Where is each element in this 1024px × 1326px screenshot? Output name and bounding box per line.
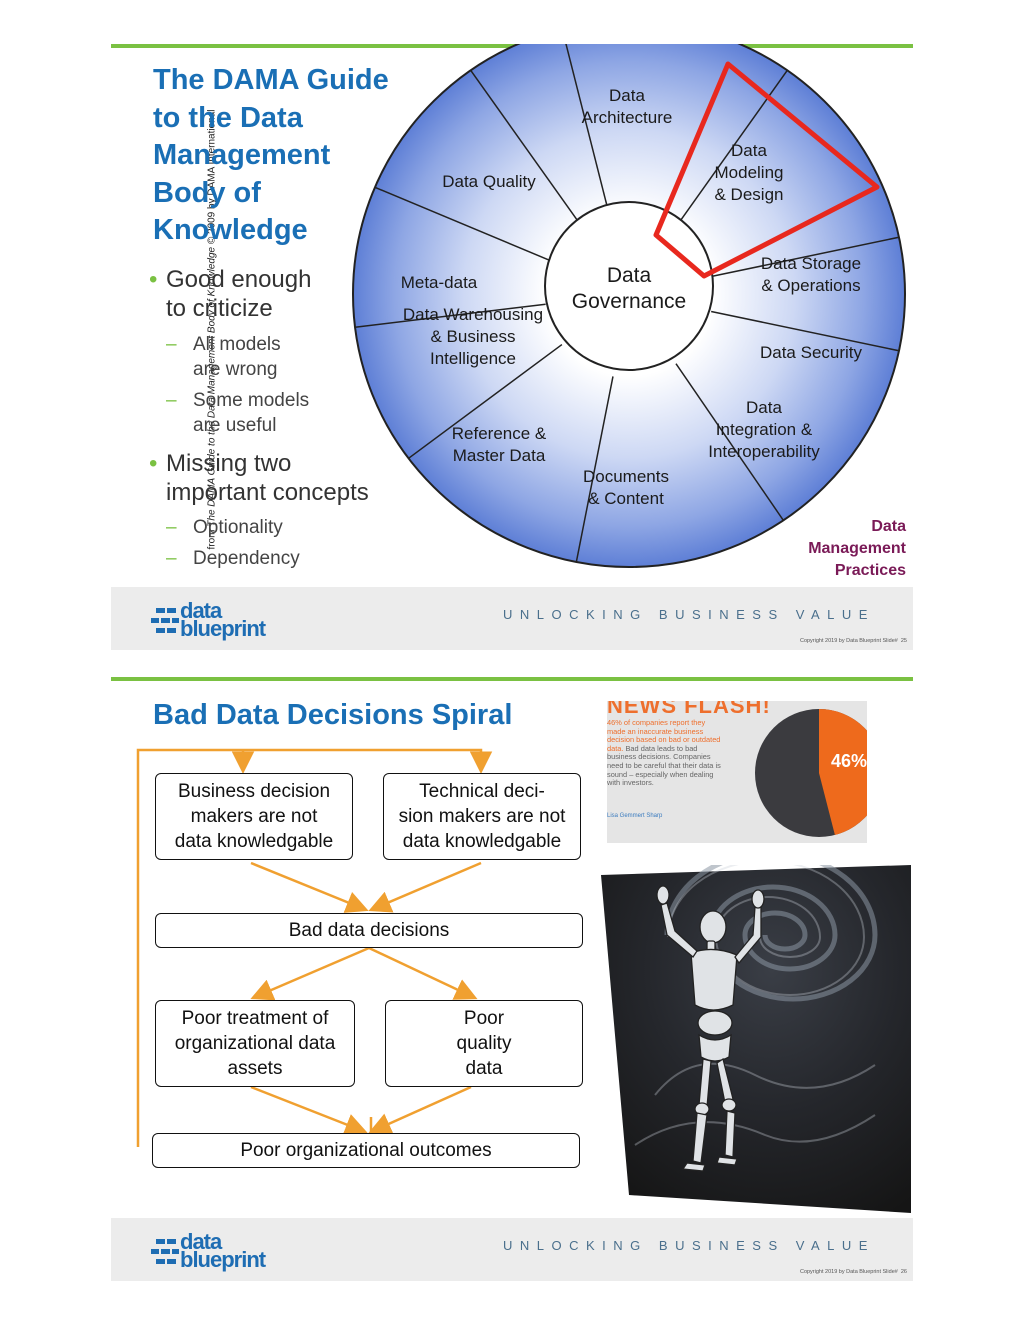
wheel-segment-label: Documents& Content xyxy=(583,467,669,508)
slide-25: from The DAMA Guide to the Data Manageme… xyxy=(111,44,913,650)
title-line: Management xyxy=(153,139,331,171)
wheel-divider xyxy=(408,343,563,459)
tagline: UNLOCKING BUSINESS VALUE xyxy=(503,607,875,622)
mannequin-figure xyxy=(656,885,765,1172)
wheel-base xyxy=(352,44,906,568)
wheel-segment-label: Meta-data xyxy=(401,273,478,292)
sub-bullet-dependency: –Dependency xyxy=(166,548,300,569)
slide-title: The DAMA Guide to the Data Management Bo… xyxy=(153,62,389,250)
wheel-segment-label: Data Storage& Operations xyxy=(761,254,861,295)
news-headline: NEWS FLASH! xyxy=(607,701,771,718)
slide-footer: data blueprint UNLOCKING BUSINESS VALUE … xyxy=(111,587,913,650)
slide-footer: data blueprint UNLOCKING BUSINESS VALUE … xyxy=(111,1218,913,1281)
top-accent-bar xyxy=(111,677,913,681)
pie-highlight-slice xyxy=(819,709,867,835)
news-flash-panel: NEWS FLASH! 46% of companies report they… xyxy=(607,701,867,843)
wheel-segment-label: Reference &Master Data xyxy=(452,424,547,465)
wheel-divider xyxy=(354,303,546,329)
title-line: The DAMA Guide xyxy=(153,64,389,96)
wheel-caption: Data Management Practices xyxy=(808,518,906,579)
box-bad-data-decisions: Bad data decisions xyxy=(155,913,583,948)
spiral-artwork xyxy=(601,865,911,1213)
logo-mark-icon xyxy=(151,1239,179,1264)
sub-bullet-optionality: –Optionality xyxy=(166,517,283,538)
wheel-segment-label: Data Quality xyxy=(442,172,536,191)
slide-title: Bad Data Decisions Spiral xyxy=(153,699,513,731)
wheel-divider xyxy=(470,69,582,226)
tagline: UNLOCKING BUSINESS VALUE xyxy=(503,1238,875,1253)
pie-percent-label: 46% xyxy=(831,751,867,771)
logo-mark-icon xyxy=(151,608,179,633)
title-line: Body of xyxy=(153,176,261,209)
title-line: to the Data xyxy=(153,101,303,134)
box-poor-outcomes: Poor organizational outcomes xyxy=(152,1133,580,1168)
wheel-divider xyxy=(374,186,552,262)
news-author: Lisa Gemmert Sharp xyxy=(607,813,663,819)
wheel-divider xyxy=(575,376,614,563)
wheel-center-circle xyxy=(544,201,714,371)
wheel-segment-label: Data Security xyxy=(760,343,863,362)
copyright: Copyright 2019 by Data Blueprint Slide# … xyxy=(799,638,907,644)
data-blueprint-logo: data blueprint xyxy=(151,1231,301,1272)
title-line: Knowledge xyxy=(153,214,308,246)
highlight-outline xyxy=(653,61,880,279)
flow-arrows xyxy=(136,748,493,1147)
copyright: Copyright 2019 by Data Blueprint Slide# … xyxy=(799,1269,907,1275)
data-blueprint-logo: data blueprint xyxy=(151,600,301,641)
percent-pie: 46% xyxy=(755,709,867,837)
wheel-divider xyxy=(711,310,900,352)
wheel-divider xyxy=(675,363,784,521)
slide-26: Bad Data Decisions Spiral Business decis… xyxy=(111,677,913,1281)
wheel-divider xyxy=(711,236,900,278)
news-body: 46% of companies report they made an ina… xyxy=(607,718,721,788)
wheel-divider xyxy=(565,44,610,213)
